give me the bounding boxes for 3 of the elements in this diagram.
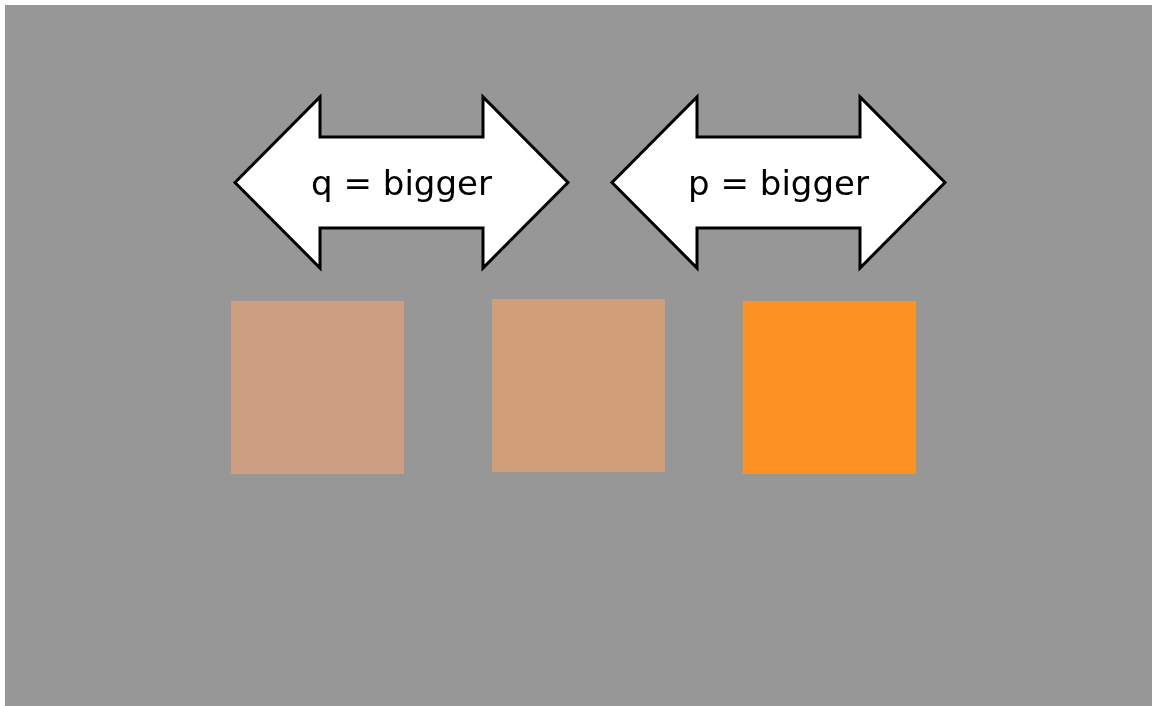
square <box>743 301 916 474</box>
square <box>231 301 404 474</box>
square <box>492 299 665 472</box>
